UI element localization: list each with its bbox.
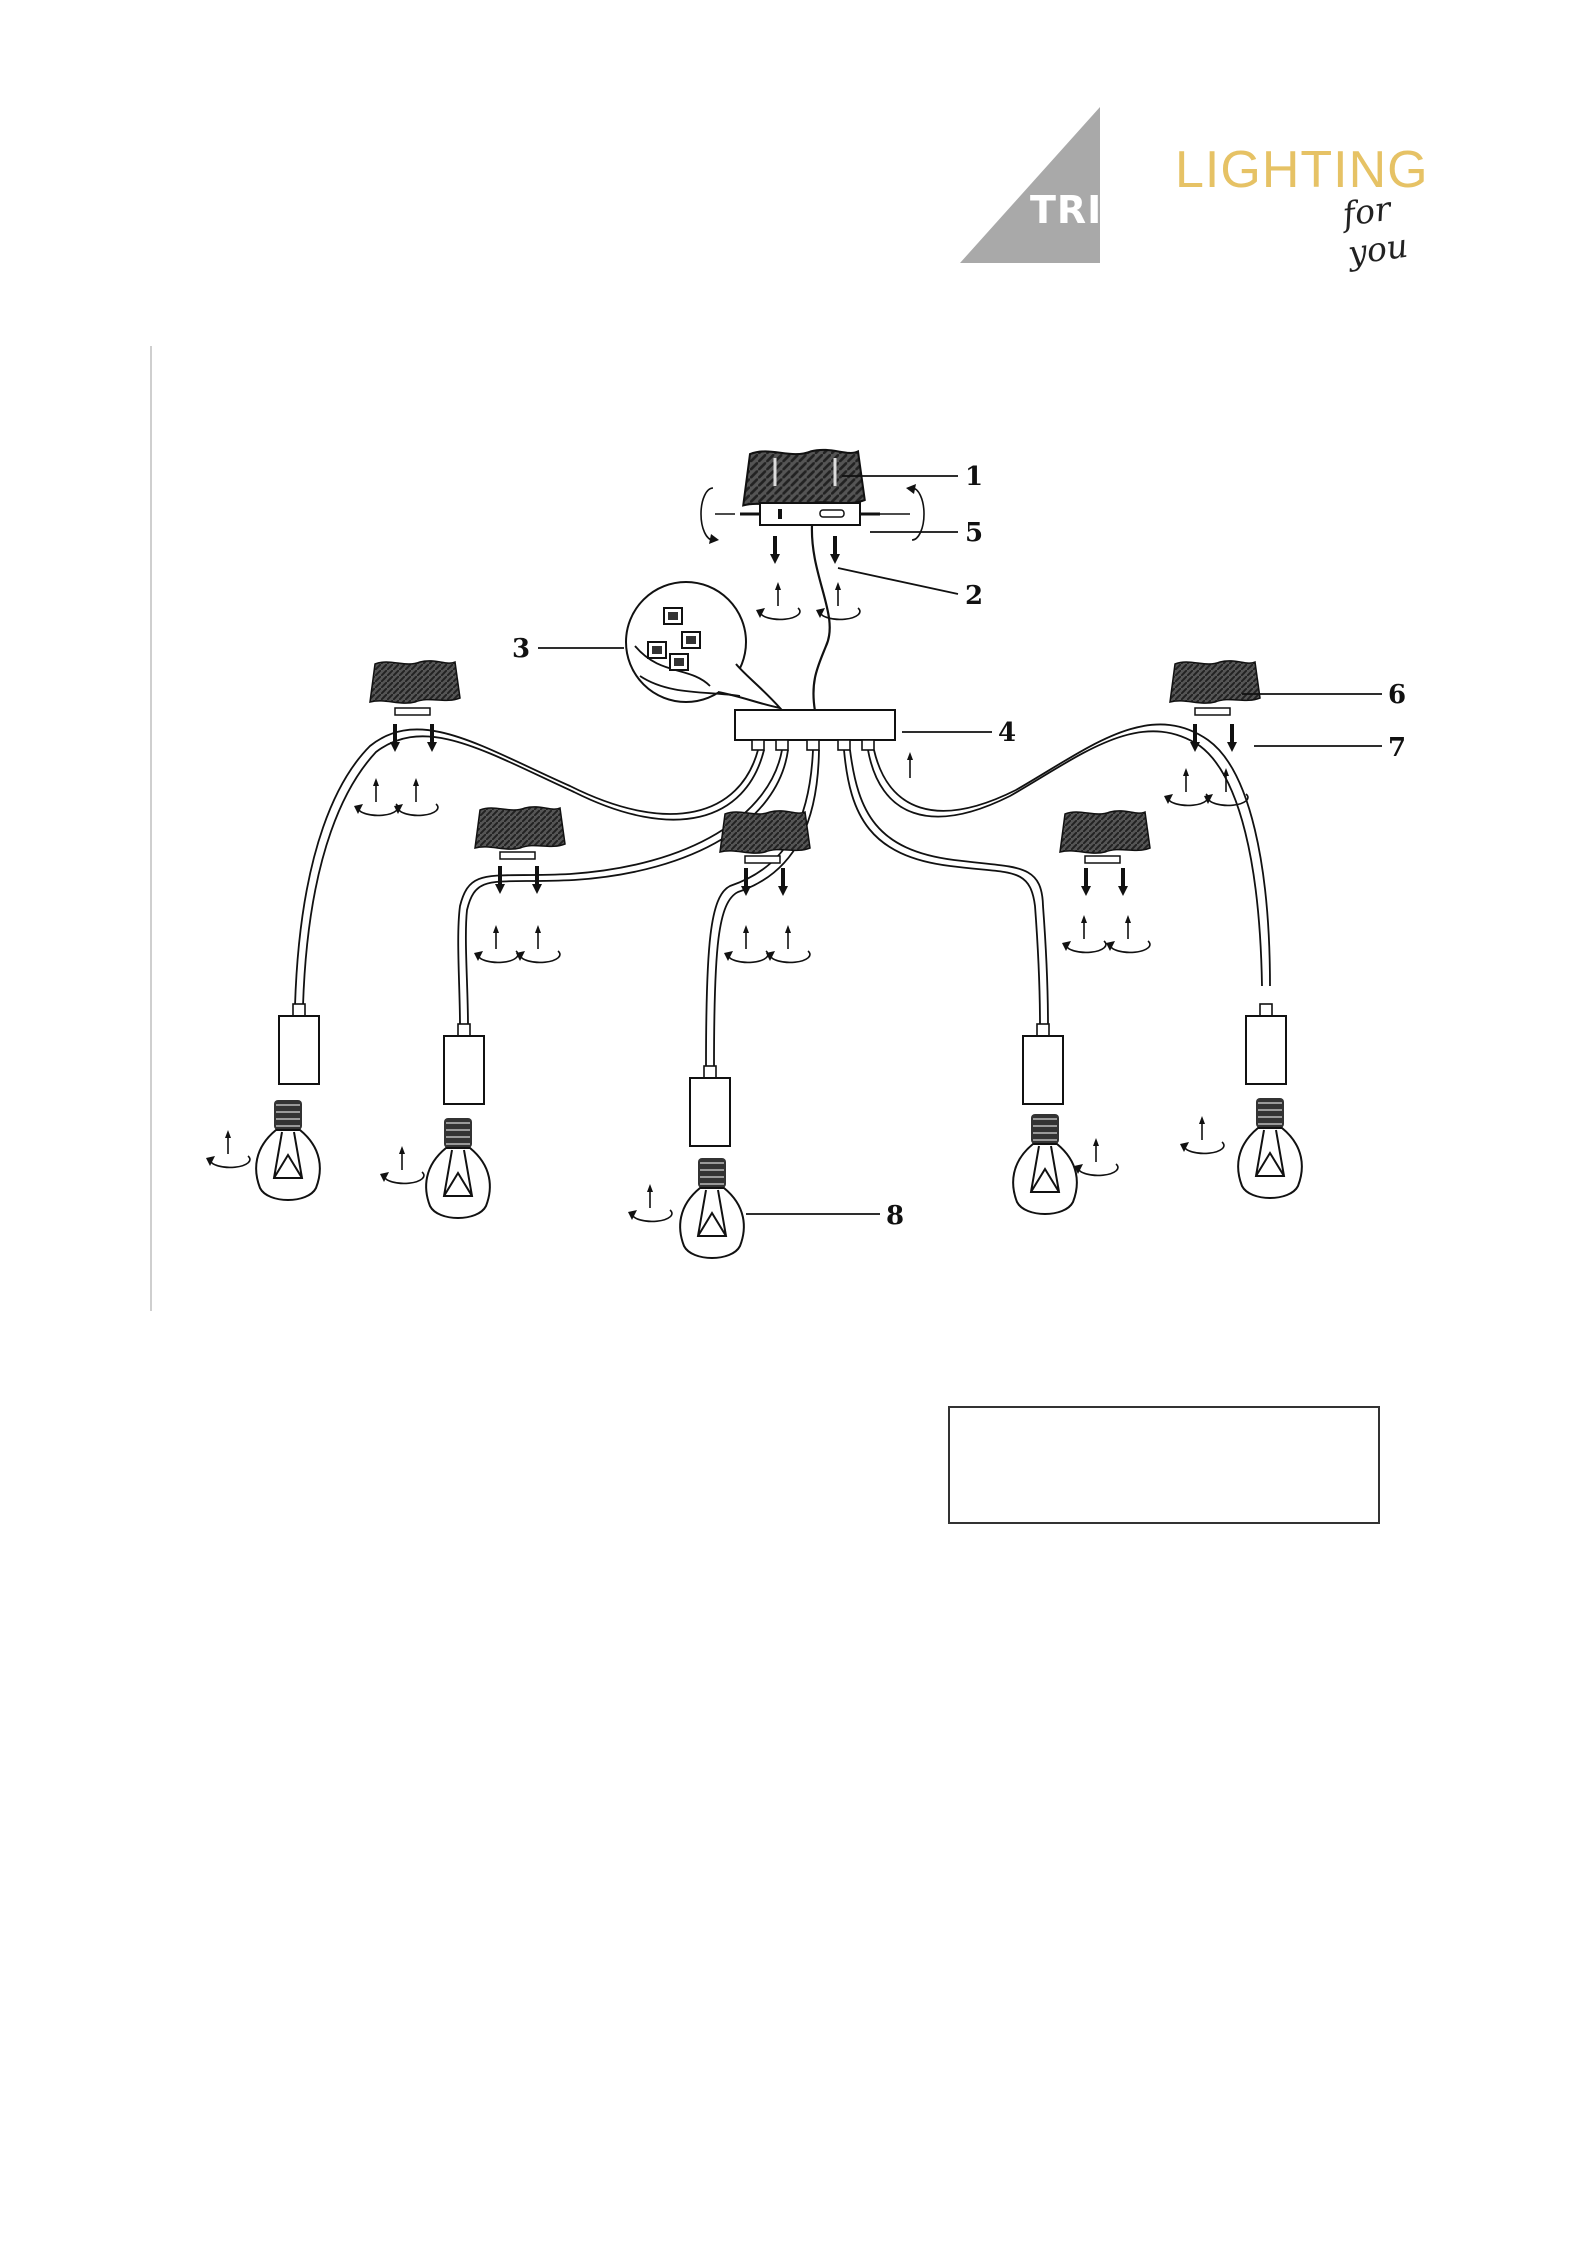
twist-arrow-icon [756,582,800,619]
ceiling-anchor-center [720,811,810,963]
light-bulb-icon [256,1100,320,1200]
lamp-socket [279,1004,319,1084]
junction-box [735,710,913,778]
assembly-diagram: 1 2 3 4 5 6 7 8 [150,346,1430,1306]
callout-5: 5 [965,518,983,548]
pendant-cables [295,724,1270,1066]
callout-8: 8 [886,1201,904,1231]
rotate-arrow-icon [701,488,735,544]
logo-brand: TRIO [1030,188,1136,232]
callout-1: 1 [965,462,983,492]
callout-6: 6 [1388,680,1406,710]
ceiling-anchor-right-outer [1164,661,1260,806]
lamp-socket [690,1066,730,1146]
light-bulb-icon [680,1158,744,1258]
logo-tagline-sub: for you [1340,179,1465,272]
callout-4: 4 [998,718,1016,748]
wire-connector-detail [626,582,780,708]
lamp-socket [444,1024,484,1104]
trio-lighting-logo: TRIO LIGHTING for you [950,100,1460,270]
bracket-screws [756,536,860,619]
ceiling-anchor-left-inner [474,807,565,963]
callout-7: 7 [1388,733,1406,763]
light-bulb-icon [1013,1114,1077,1214]
ceiling-anchor-right-inner [1060,811,1150,953]
callout-3: 3 [512,634,530,664]
lamp-socket [1023,1024,1063,1104]
light-bulb-icon [1238,1098,1302,1198]
note-box [948,1406,1380,1524]
lamp-socket [1246,1004,1286,1084]
light-bulb-icon [426,1118,490,1218]
ceiling-anchor-main [743,450,865,507]
callout-2: 2 [965,581,983,611]
